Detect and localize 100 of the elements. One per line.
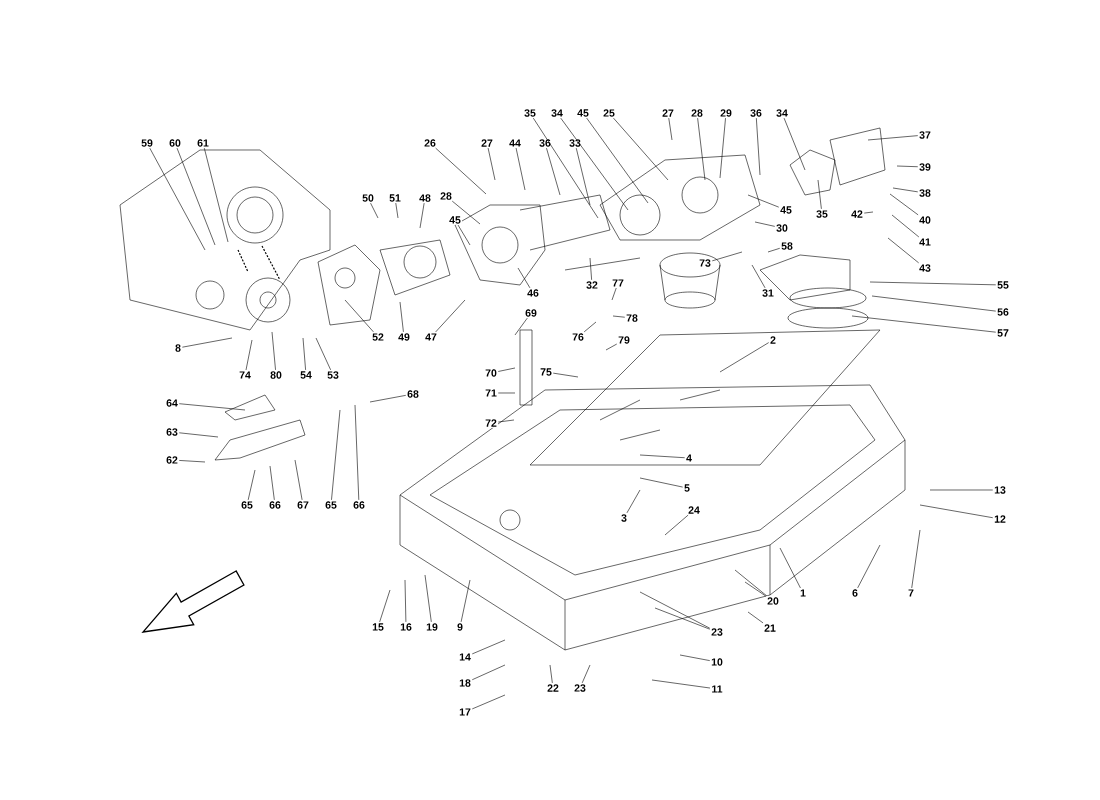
callout-number: 65 bbox=[323, 500, 339, 510]
callout-number: 69 bbox=[523, 308, 539, 318]
leader-line bbox=[639, 454, 685, 459]
callout-number: 79 bbox=[616, 335, 632, 345]
callout-number: 77 bbox=[610, 278, 626, 288]
callout-number: 51 bbox=[387, 193, 403, 203]
leader-line bbox=[344, 299, 374, 333]
leader-line bbox=[560, 117, 629, 211]
leader-line bbox=[651, 679, 711, 689]
leader-line bbox=[654, 607, 711, 630]
leader-line bbox=[517, 267, 531, 289]
callout-number: 65 bbox=[239, 500, 255, 510]
leader-line bbox=[546, 147, 561, 196]
leader-line bbox=[451, 200, 481, 225]
callout-number: 16 bbox=[398, 622, 414, 632]
callout-number: 75 bbox=[538, 367, 554, 377]
leader-line bbox=[370, 202, 379, 219]
callout-number: 44 bbox=[507, 138, 523, 148]
leader-line bbox=[612, 315, 626, 318]
callout-number: 62 bbox=[164, 455, 180, 465]
callout-number: 43 bbox=[917, 263, 933, 273]
callout-number: 20 bbox=[765, 596, 781, 606]
callout-number: 78 bbox=[624, 313, 640, 323]
leader-line bbox=[589, 257, 592, 281]
callout-number: 1 bbox=[798, 588, 808, 598]
callout-number: 14 bbox=[457, 652, 473, 662]
leader-line bbox=[515, 147, 526, 191]
callout-number: 6 bbox=[850, 588, 860, 598]
leader-line bbox=[719, 117, 726, 179]
callout-number: 17 bbox=[457, 707, 473, 717]
leader-line bbox=[891, 214, 920, 238]
callout-number: 28 bbox=[689, 108, 705, 118]
leader-line bbox=[679, 654, 711, 661]
leader-line bbox=[471, 664, 506, 681]
leader-line bbox=[747, 194, 780, 208]
leader-line bbox=[744, 581, 767, 597]
leader-line bbox=[399, 301, 404, 333]
callout-number: 23 bbox=[572, 683, 588, 693]
callout-number: 27 bbox=[660, 108, 676, 118]
leader-line bbox=[419, 202, 425, 229]
leader-line bbox=[911, 529, 921, 589]
leader-line bbox=[514, 317, 528, 336]
leader-line bbox=[435, 299, 466, 333]
leader-line bbox=[754, 221, 776, 227]
leader-line bbox=[176, 147, 216, 246]
leader-line bbox=[369, 395, 407, 403]
callout-number: 36 bbox=[537, 138, 553, 148]
callout-number: 45 bbox=[447, 215, 463, 225]
callout-number: 29 bbox=[718, 108, 734, 118]
callout-number: 74 bbox=[237, 370, 253, 380]
callout-number: 8 bbox=[173, 343, 183, 353]
callout-number: 37 bbox=[917, 130, 933, 140]
callout-number: 71 bbox=[483, 388, 499, 398]
leader-line bbox=[404, 579, 407, 623]
leader-line bbox=[379, 589, 391, 623]
leader-line bbox=[586, 117, 649, 204]
callout-number: 24 bbox=[686, 505, 702, 515]
leader-line bbox=[149, 147, 206, 251]
leader-line bbox=[783, 117, 806, 171]
leader-line bbox=[851, 315, 997, 333]
callout-number: 38 bbox=[917, 188, 933, 198]
callout-number: 76 bbox=[570, 332, 586, 342]
callout-number: 50 bbox=[360, 193, 376, 203]
callout-number: 56 bbox=[995, 307, 1011, 317]
leader-line bbox=[497, 367, 516, 372]
leader-line bbox=[887, 237, 919, 264]
leader-line bbox=[435, 147, 487, 195]
callout-number: 36 bbox=[748, 108, 764, 118]
callout-number: 10 bbox=[709, 657, 725, 667]
callout-number: 39 bbox=[917, 162, 933, 172]
leader-line bbox=[269, 465, 275, 501]
callout-number: 49 bbox=[396, 332, 412, 342]
callout-number: 66 bbox=[267, 500, 283, 510]
callout-number: 9 bbox=[455, 622, 465, 632]
callout-number: 5 bbox=[682, 483, 692, 493]
callout-number: 35 bbox=[814, 209, 830, 219]
callout-number: 73 bbox=[697, 258, 713, 268]
leader-line bbox=[294, 459, 303, 501]
leader-line bbox=[178, 460, 206, 463]
leader-line bbox=[331, 409, 341, 501]
leader-line bbox=[583, 321, 597, 333]
callout-number: 2 bbox=[768, 335, 778, 345]
leader-line bbox=[245, 339, 253, 371]
leader-line bbox=[697, 117, 706, 181]
leader-line bbox=[767, 248, 781, 253]
callout-number: 7 bbox=[906, 588, 916, 598]
callout-number: 48 bbox=[417, 193, 433, 203]
leader-line bbox=[354, 404, 360, 501]
leader-line bbox=[817, 179, 822, 210]
leader-line bbox=[863, 211, 874, 214]
callout-number: 53 bbox=[325, 370, 341, 380]
leader-line bbox=[719, 342, 769, 373]
callout-number: 35 bbox=[522, 108, 538, 118]
callout-number: 15 bbox=[370, 622, 386, 632]
callout-number: 70 bbox=[483, 368, 499, 378]
leader-line bbox=[626, 489, 641, 514]
callout-number: 61 bbox=[195, 138, 211, 148]
callout-number: 27 bbox=[479, 138, 495, 148]
leader-line bbox=[734, 569, 768, 597]
callout-number: 59 bbox=[139, 138, 155, 148]
